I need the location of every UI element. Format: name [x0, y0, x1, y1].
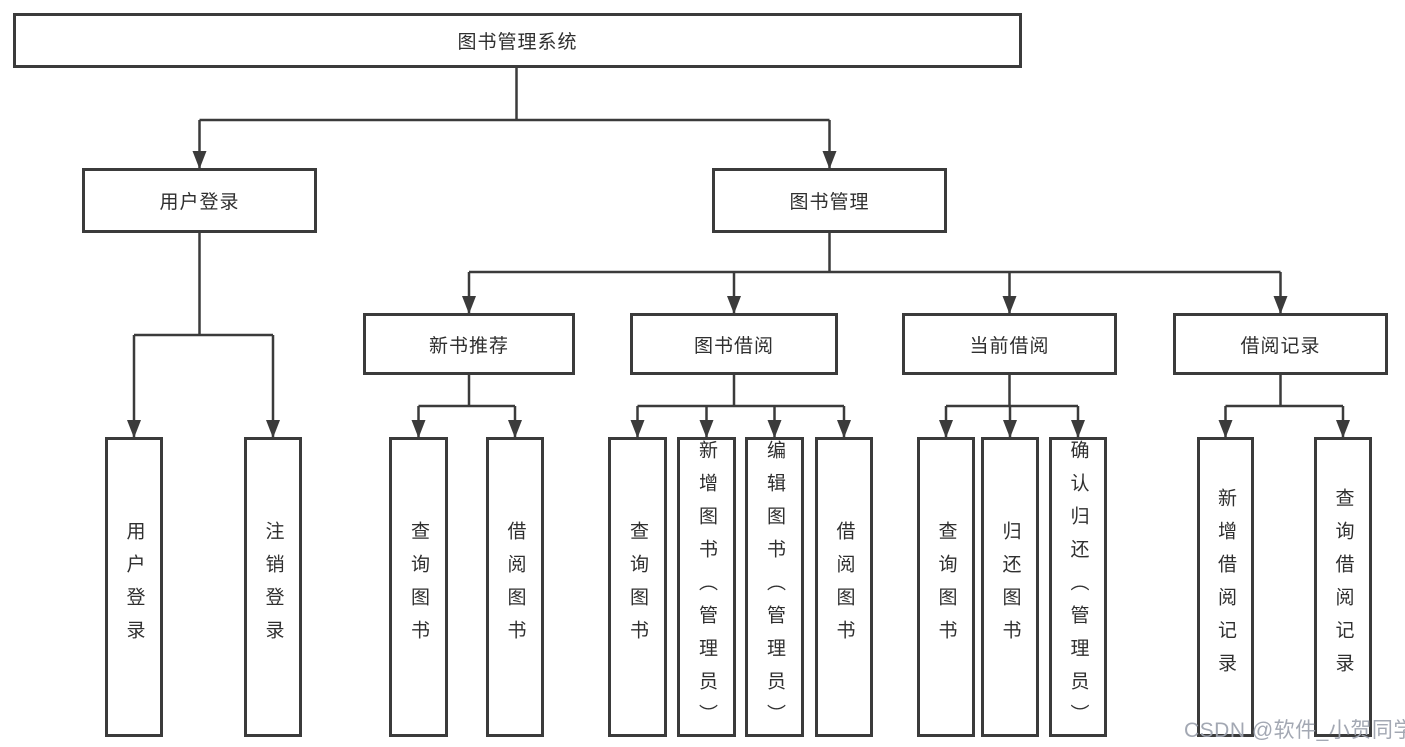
leaf-query-book-recommend-label: 查询图书 — [408, 521, 429, 653]
leaf-add-borrow-record-label: 新增借阅记录 — [1215, 488, 1236, 686]
csdn-watermark: CSDN @软件_小贺同学 — [1184, 719, 1405, 742]
leaf-logout: 注销登录 — [244, 437, 302, 737]
node-new-book-recommend: 新书推荐 — [363, 313, 575, 375]
leaf-query-book-borrow: 查询图书 — [608, 437, 667, 737]
node-borrow-record-label: 借阅记录 — [1240, 335, 1321, 357]
node-current-borrow-label: 当前借阅 — [969, 335, 1050, 357]
leaf-edit-book-admin-label: 编辑图书（管理员） — [764, 440, 785, 737]
leaf-borrow-book-recommend: 借阅图书 — [486, 437, 544, 737]
node-library-system: 图书管理系统 — [13, 13, 1022, 68]
node-borrow-record: 借阅记录 — [1173, 313, 1388, 375]
leaf-borrow-book-label: 借阅图书 — [833, 521, 855, 653]
leaf-borrow-book: 借阅图书 — [815, 437, 873, 737]
leaf-query-borrow-record: 查询借阅记录 — [1314, 437, 1372, 737]
leaf-add-book-admin: 新增图书（管理员） — [677, 437, 736, 737]
leaf-confirm-return-admin-label: 确认归还（管理员） — [1067, 440, 1089, 737]
leaf-add-borrow-record: 新增借阅记录 — [1197, 437, 1254, 737]
node-book-management-label: 图书管理 — [789, 192, 870, 213]
node-book-management: 图书管理 — [712, 168, 947, 233]
leaf-logout-label: 注销登录 — [262, 521, 284, 653]
leaf-user-login: 用户登录 — [105, 437, 163, 737]
node-user-login: 用户登录 — [82, 168, 317, 233]
leaf-user-login-label: 用户登录 — [123, 521, 145, 653]
leaf-query-book-current: 查询图书 — [917, 437, 975, 737]
leaf-query-book-recommend: 查询图书 — [389, 437, 448, 737]
leaf-query-borrow-record-label: 查询借阅记录 — [1332, 488, 1354, 686]
node-user-login-label: 用户登录 — [159, 192, 240, 213]
leaf-confirm-return-admin: 确认归还（管理员） — [1049, 437, 1107, 737]
node-new-book-recommend-label: 新书推荐 — [428, 335, 509, 357]
node-book-borrow: 图书借阅 — [630, 313, 838, 375]
node-book-borrow-label: 图书借阅 — [693, 335, 774, 357]
node-library-system-label: 图书管理系统 — [457, 32, 578, 53]
leaf-return-book: 归还图书 — [981, 437, 1039, 737]
leaf-query-book-current-label: 查询图书 — [935, 521, 957, 653]
leaf-add-book-admin-label: 新增图书（管理员） — [696, 440, 717, 737]
node-current-borrow: 当前借阅 — [902, 313, 1117, 375]
leaf-borrow-book-recommend-label: 借阅图书 — [504, 521, 526, 653]
leaf-return-book-label: 归还图书 — [999, 521, 1021, 653]
leaf-edit-book-admin: 编辑图书（管理员） — [745, 437, 804, 737]
leaf-query-book-borrow-label: 查询图书 — [627, 521, 648, 653]
